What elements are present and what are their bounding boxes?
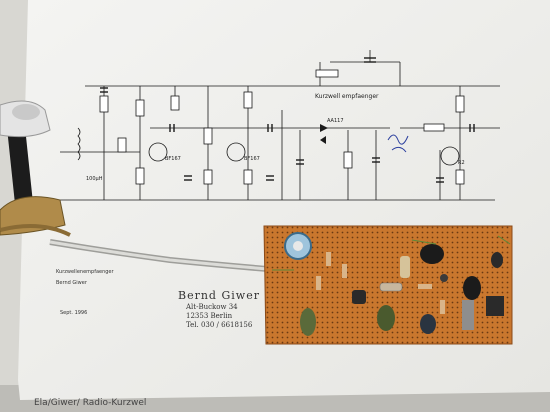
caption-author: Bernd Giwer — [56, 280, 87, 286]
stamp-street: Alt-Buckow 34 — [186, 303, 238, 311]
stamp-city: 12353 Berlin — [186, 312, 233, 320]
schematic-title: Kurzwell empfaenger — [315, 93, 379, 100]
schematic-coil-value: 100µH — [86, 176, 103, 182]
schematic-part-t3: BF167 — [244, 156, 260, 162]
stamp-name: Bernd Giwer — [178, 289, 260, 302]
bottom-text: Ela/Giwer/ Radio-Kurzwel — [34, 398, 147, 408]
stamp-phone: Tel. 030 / 6618156 — [186, 321, 253, 329]
schematic-diode-label: AA117 — [327, 118, 344, 124]
schematic-part-t4: R2 — [458, 160, 465, 166]
caption-date: Sept. 1996 — [60, 310, 88, 316]
caption-title: Kurzwellenempfaenger — [56, 269, 114, 275]
schematic-part-t2: BF167 — [165, 156, 181, 162]
